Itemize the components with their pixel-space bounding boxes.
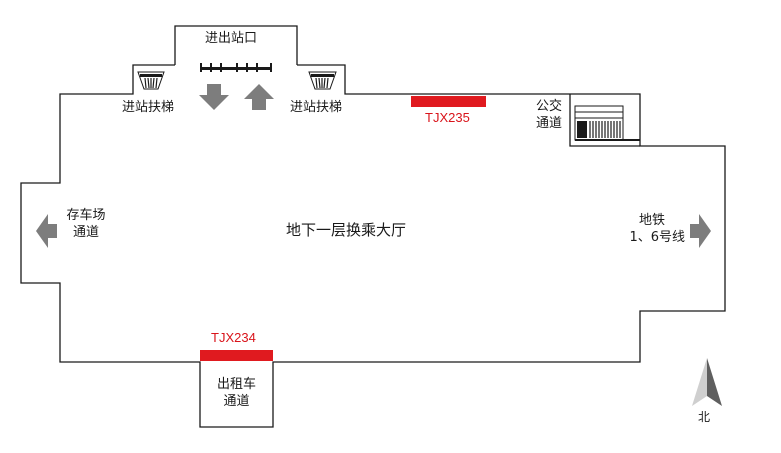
parking-passage-label: 存车场 通道 (66, 208, 106, 240)
code-tjx234: TJX234 (211, 330, 256, 345)
escalator-left-label: 进站扶梯 (122, 100, 175, 115)
bus-passage-box (569, 94, 640, 147)
hall-title: 地下一层换乘大厅 (286, 221, 407, 239)
bus-passage-label: 公交 通道 (535, 99, 562, 131)
hall-outline (20, 64, 726, 428)
escalator-right-label: 进站扶梯 (290, 100, 343, 115)
escalator-icon (137, 71, 165, 90)
code-tjx235: TJX235 (425, 110, 470, 125)
taxi-passage-label: 出租车 通道 (216, 377, 256, 409)
metro-label: 地铁 1、6号线 (629, 213, 685, 245)
arrow-left-icon (36, 214, 57, 248)
gate-icon (200, 63, 272, 72)
escalator-icon (308, 71, 337, 90)
tjx235-marker (411, 96, 486, 107)
escalator-icon (574, 105, 640, 141)
north-compass-icon (692, 358, 722, 406)
north-label: 北 (698, 410, 711, 424)
arrow-up-icon (244, 84, 274, 110)
tjx234-marker (200, 350, 273, 361)
entrance-box (174, 25, 298, 65)
arrow-right-icon (690, 214, 711, 248)
entrance-label: 进出站口 (205, 31, 258, 46)
arrow-down-icon (199, 84, 229, 110)
